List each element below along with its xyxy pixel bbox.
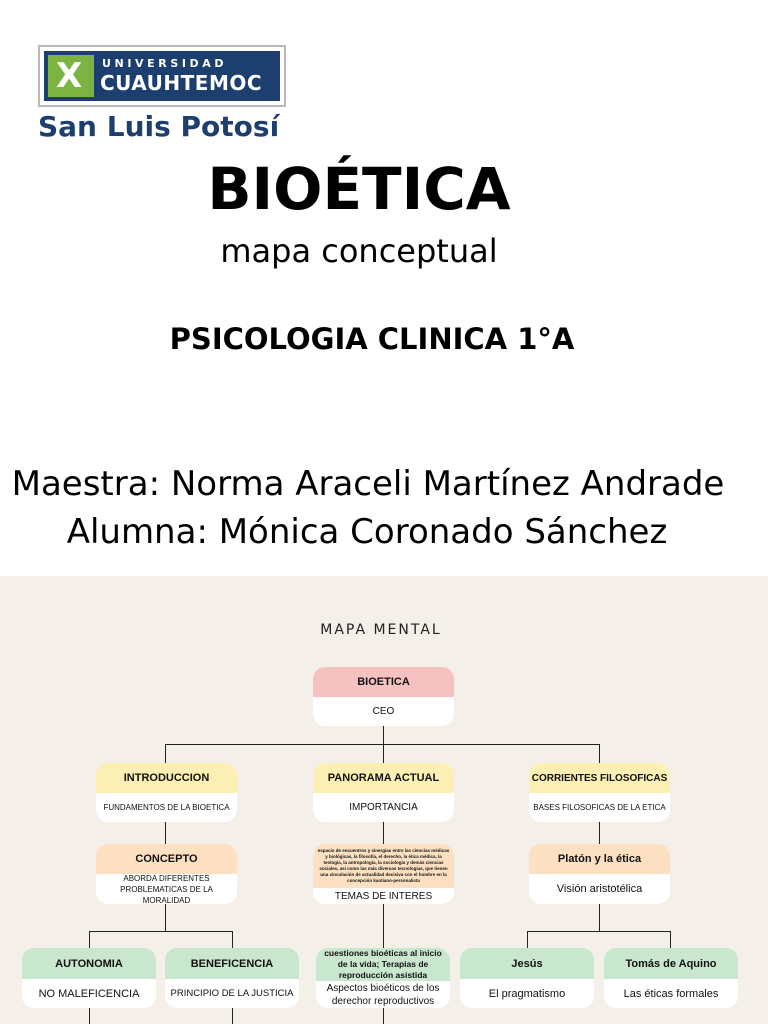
node-body: PRINCIPIO DE LA JUSTICIA xyxy=(170,988,294,999)
node-body: IMPORTANCIA xyxy=(349,802,418,813)
node-title: CONCEPTO xyxy=(96,844,237,874)
student-name: Alumna: Mónica Coronado Sánchez xyxy=(66,512,668,552)
university-logo: X UNIVERSIDAD CUAUHTEMOC xyxy=(38,45,286,107)
node-body: ABORDA DIFERENTES PROBLEMATICAS DE LA MO… xyxy=(120,873,213,905)
node-title: Platón y la ética xyxy=(529,844,670,874)
connector-line xyxy=(383,744,384,763)
connector-line xyxy=(89,931,90,948)
map-node-panorama-actual: PANORAMA ACTUAL IMPORTANCIA xyxy=(313,763,454,822)
connector-line xyxy=(599,744,600,763)
document-title: BIOÉTICA xyxy=(207,155,511,223)
connector-line xyxy=(232,931,233,948)
map-node-autonomia: AUTONOMIA NO MALEFICENCIA xyxy=(22,948,156,1008)
node-body: NO MALEFICENCIA xyxy=(38,987,140,1000)
connector-line xyxy=(165,822,166,844)
connector-line xyxy=(670,931,671,948)
map-node-introduccion: INTRODUCCION FUNDAMENTOS DE LA BIOETICA xyxy=(96,763,237,822)
logo-top-text: UNIVERSIDAD xyxy=(102,57,228,70)
map-node-jesus: Jesús El pragmatismo xyxy=(460,948,594,1008)
map-node-tomas-de-aquino: Tomás de Aquino Las éticas formales xyxy=(604,948,738,1008)
map-node-corrientes-filosoficas: CORRIENTES FILOSOFICAS BASES FILOSOFICAS… xyxy=(529,763,670,822)
connector-line xyxy=(599,904,600,931)
map-node-platon: Platón y la ética Visión aristotélica xyxy=(529,844,670,904)
node-body: El pragmatismo xyxy=(488,987,566,1000)
node-title: Tomás de Aquino xyxy=(604,948,738,979)
campus-name: San Luis Potosí xyxy=(38,110,280,143)
node-body: FUNDAMENTOS DE LA BIOETICA xyxy=(103,803,230,812)
logo-banner: X UNIVERSIDAD CUAUHTEMOC xyxy=(44,51,280,101)
connector-line xyxy=(383,904,384,948)
connector-line xyxy=(232,1008,233,1024)
node-body: BASES FILOSOFICAS DE LA ETICA xyxy=(533,803,666,812)
node-body: TEMAS DE INTERES xyxy=(334,890,433,902)
node-title: espacio de encuentros y sinergias entre … xyxy=(313,844,454,888)
document-subtitle: mapa conceptual xyxy=(220,232,498,270)
node-title: BIOETICA xyxy=(313,667,454,697)
connector-line xyxy=(383,822,384,844)
map-node-cuestiones-bioeticas: cuestiones bioéticas al inicio de la vid… xyxy=(316,948,450,1008)
node-title: CORRIENTES FILOSOFICAS xyxy=(529,763,670,793)
map-node-concepto: CONCEPTO ABORDA DIFERENTES PROBLEMATICAS… xyxy=(96,844,237,904)
mind-map-panel: MAPA MENTAL BIOETICA CEO INTRODUCCION FU… xyxy=(0,576,768,1024)
logo-bottom-text: CUAUHTEMOC xyxy=(100,71,263,95)
node-title: PANORAMA ACTUAL xyxy=(313,763,454,793)
node-title: INTRODUCCION xyxy=(96,763,237,793)
node-body: Visión aristotélica xyxy=(556,883,643,895)
node-title: BENEFICENCIA xyxy=(165,948,299,979)
connector-line xyxy=(89,931,233,932)
connector-line xyxy=(89,1008,90,1024)
node-title: AUTONOMIA xyxy=(22,948,156,979)
connector-line xyxy=(527,931,528,948)
connector-line xyxy=(165,744,166,763)
map-node-bioetica: BIOETICA CEO xyxy=(313,667,454,726)
node-body: Aspectos bioéticos de los derechor repro… xyxy=(326,982,440,1007)
connector-line xyxy=(383,726,384,744)
connector-line xyxy=(165,904,166,931)
node-body: Las éticas formales xyxy=(623,987,719,1000)
teacher-name: Maestra: Norma Araceli Martínez Andrade xyxy=(11,464,725,504)
connector-line xyxy=(599,822,600,844)
node-body: CEO xyxy=(372,706,395,717)
map-node-beneficencia: BENEFICENCIA PRINCIPIO DE LA JUSTICIA xyxy=(165,948,299,1008)
map-node-espacio-encuentros: espacio de encuentros y sinergias entre … xyxy=(313,844,454,904)
node-title: cuestiones bioéticas al inicio de la vid… xyxy=(316,948,450,981)
connector-line xyxy=(527,931,671,932)
course-name: PSICOLOGIA CLINICA 1°A xyxy=(169,322,575,356)
mind-map-title: MAPA MENTAL xyxy=(320,622,442,638)
node-title: Jesús xyxy=(460,948,594,979)
connector-line xyxy=(165,744,600,745)
connector-line xyxy=(383,1008,384,1024)
logo-emblem-icon: X xyxy=(48,55,94,97)
